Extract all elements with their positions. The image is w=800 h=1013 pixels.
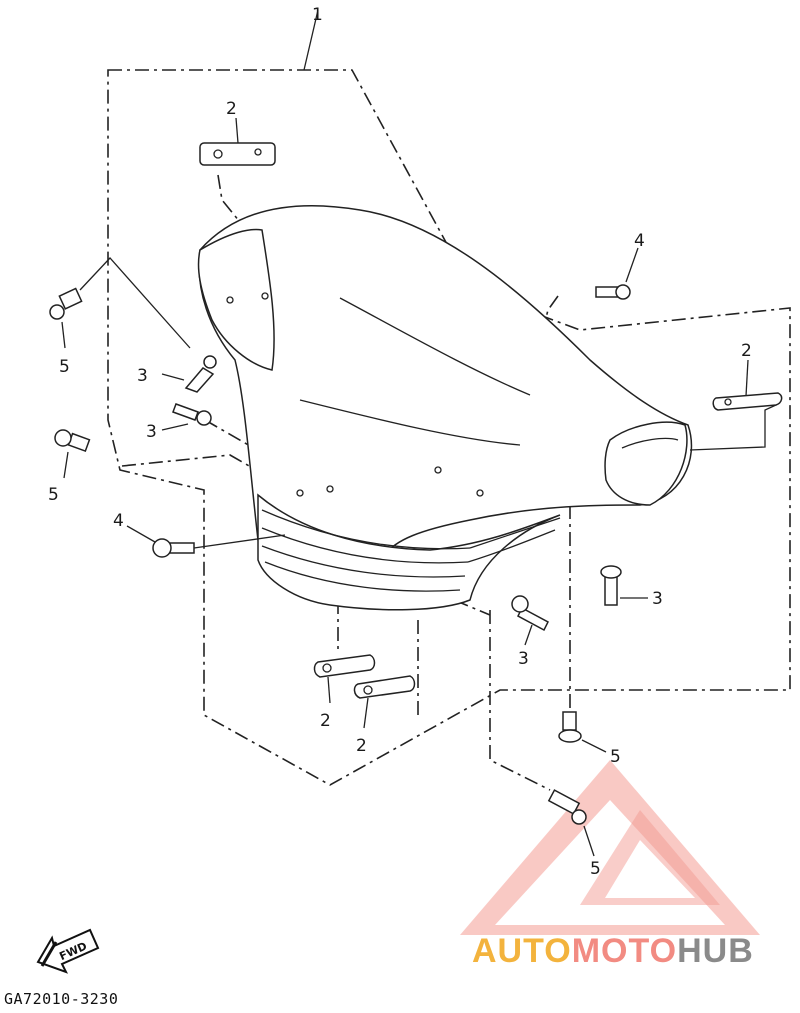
callout-5-upper-left: 5 xyxy=(59,357,70,377)
screw-4-top-right xyxy=(595,247,639,300)
rivet-3-middle xyxy=(161,403,212,431)
callout-5-mid-left: 5 xyxy=(48,485,59,505)
callout-3-center: 3 xyxy=(518,649,529,669)
callout-2-lower-right: 2 xyxy=(356,736,367,756)
bolt-5-right xyxy=(558,711,607,753)
clip-plate-lower-left xyxy=(313,654,376,704)
callout-4-top-right: 4 xyxy=(634,231,645,251)
callout-labels: 1 2 2 2 2 3 3 3 3 4 4 5 5 5 5 xyxy=(48,5,752,879)
callout-2-right: 2 xyxy=(741,341,752,361)
clip-plate-right xyxy=(689,359,783,451)
bolt-5-mid-left xyxy=(54,429,91,479)
bolt-5-bottom xyxy=(547,789,595,857)
callout-2-lower-left: 2 xyxy=(320,711,331,731)
watermark-moto: MOTO xyxy=(572,932,677,970)
callout-5-right: 5 xyxy=(610,747,621,767)
screw-4-left xyxy=(126,525,286,558)
bolt-5-upper-left xyxy=(49,257,191,349)
callout-leader-1 xyxy=(303,9,319,71)
part-diagram-code: GA72010-3230 xyxy=(4,990,119,1008)
fwd-arrow-icon: FWD xyxy=(36,928,100,974)
watermark-auto: AUTO xyxy=(472,932,572,970)
rivet-3-center xyxy=(511,595,549,646)
watermark-hub: HUB xyxy=(677,932,754,970)
callout-5-bottom: 5 xyxy=(590,859,601,879)
callout-3-upper: 3 xyxy=(137,366,148,386)
callout-2-top: 2 xyxy=(226,99,237,119)
callout-1: 1 xyxy=(312,5,323,25)
rivet-3-upper xyxy=(161,355,217,393)
callout-4-left: 4 xyxy=(113,511,124,531)
watermark-logo-mark xyxy=(460,760,760,935)
clip-plate-top xyxy=(199,117,276,166)
callout-3-right: 3 xyxy=(652,589,663,609)
callout-3-middle: 3 xyxy=(146,422,157,442)
watermark-text: AUTOMOTOHUB xyxy=(472,932,754,970)
handlebar-cover xyxy=(197,204,693,611)
rivet-3-right xyxy=(600,565,648,606)
clip-plate-lower-right xyxy=(353,675,416,729)
